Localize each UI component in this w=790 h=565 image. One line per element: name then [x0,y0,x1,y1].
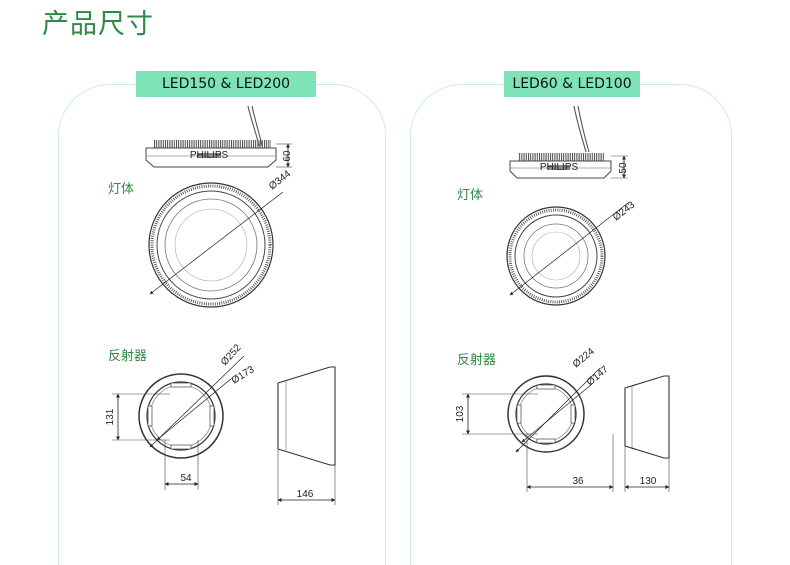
right-reflector-label: 反射器 [457,353,497,368]
left-reflector-side-view: 146 [277,366,336,505]
brand-mark: PHILIPS [190,150,229,161]
right-vertical-dim: 103 [455,405,466,422]
page-title: 产品尺寸 [42,9,154,40]
right-height-dim: 50 [618,162,629,174]
brand-logo [197,153,221,158]
right-fixture-dia-dim: Ø243 [611,199,637,223]
right-fixture-top-view: Ø243 [506,199,637,306]
right-outer-dia-dim: Ø224 [571,346,597,370]
model-tab-led60-led100: LED60 & LED100 [504,71,640,97]
left-outer-dia-dim: Ø252 [219,342,244,368]
left-reflector-front-view: Ø252 Ø173 131 54 [105,342,257,490]
right-reflector-side-view: 130 [624,375,670,492]
left-fixture-dia-dim: Ø344 [267,168,293,192]
left-reflector-label: 反射器 [108,349,148,364]
left-inner-dia-dim: Ø173 [230,364,257,387]
left-height-dim: 60 [282,150,293,162]
left-fixture-side-view: PHILIPS 60 [145,105,293,168]
right-horizontal-dim: 36 [572,476,584,487]
right-inner-dia-dim: Ø147 [585,364,611,388]
left-fixture-top-view: Ø344 [148,168,293,308]
left-depth-dim: 146 [297,489,314,500]
left-horizontal-dim: 54 [180,473,192,484]
right-fixture-side-view: PHILIPS 50 [509,105,629,179]
left-fixture-label: 灯体 [108,182,135,197]
right-fixture-label: 灯体 [457,188,484,203]
brand-mark: PHILIPS [540,162,579,173]
left-vertical-dim: 131 [105,408,116,425]
right-reflector-front-view: Ø224 Ø147 103 36 [455,346,614,492]
model-tab-led150-led200: LED150 & LED200 [136,71,316,97]
brand-logo [548,165,570,170]
right-depth-dim: 130 [640,476,657,487]
